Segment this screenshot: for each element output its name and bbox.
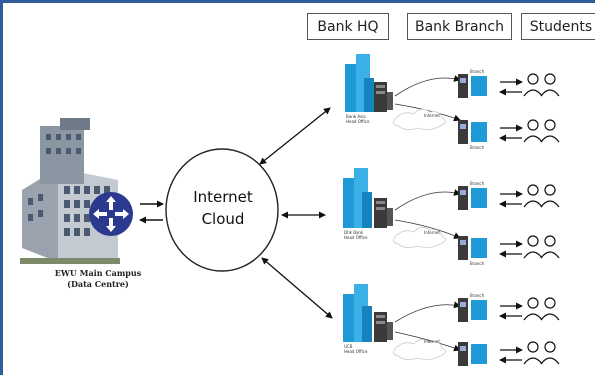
branch-label: Branch: [470, 69, 485, 74]
header-bank-hq: Bank HQ: [307, 13, 389, 40]
students-icon: [523, 297, 560, 321]
students-icon: [523, 119, 560, 143]
internet-cloud-circle: [165, 148, 279, 272]
branch-terminal-icon: [458, 74, 487, 98]
branch-label: Branch: [470, 181, 485, 186]
bank-hq-building-icon: [343, 168, 372, 228]
students-icon: [523, 73, 560, 97]
header-bank-branch-label: Bank Branch: [415, 18, 504, 35]
server-icon: [374, 82, 393, 112]
internet-cloud-line1: Internet: [193, 188, 253, 206]
branch-terminal-icon: [458, 236, 487, 260]
bank-group-1: [345, 54, 560, 144]
branch-terminal-icon: [458, 120, 487, 144]
bank-sub-label: Head Office: [344, 235, 368, 240]
bank-group-3: [343, 284, 560, 366]
internet-cloud-label: Internet Cloud: [167, 186, 279, 230]
bank-sub-label: Head Office: [346, 119, 370, 124]
header-students-label: Students: [529, 18, 593, 35]
campus-building-icon: [20, 118, 120, 264]
students-icon: [523, 235, 560, 259]
link-label: Internet: [424, 113, 440, 118]
header-bank-branch: Bank Branch: [407, 13, 512, 40]
students-icon: [523, 184, 560, 208]
arrow-cloud-bank-1: [259, 107, 331, 165]
bank-name-label: Dhk Bank: [344, 230, 364, 235]
internet-cloud-line2: Cloud: [201, 210, 245, 228]
server-icon: [374, 312, 393, 342]
header-bank-hq-label: Bank HQ: [317, 18, 379, 35]
bank-hq-building-icon: [345, 54, 374, 112]
cloud-icon: [393, 109, 446, 130]
arrow-cloud-bank-3: [261, 257, 333, 319]
bank-name-label: UCB: [344, 344, 353, 349]
branch-terminal-icon: [458, 186, 487, 210]
branch-terminal-icon: [458, 342, 487, 366]
bank-group-2: [343, 168, 560, 260]
bank-sub-label: Head Office: [344, 349, 368, 354]
header-students: Students: [521, 13, 595, 40]
server-icon: [374, 198, 393, 228]
students-icon: [523, 341, 560, 365]
link-label: Internet: [424, 230, 440, 235]
cloud-icon: [393, 227, 446, 248]
bank-hq-building-icon: [343, 284, 372, 342]
cloud-icon: [393, 339, 446, 360]
campus-label: EWU Main Campus (Data Centre): [48, 268, 148, 290]
branch-label: Branch: [470, 145, 485, 150]
link-label: Internet: [424, 339, 440, 344]
router-icon: [89, 192, 133, 236]
branch-terminal-icon: [458, 298, 487, 322]
bank-name-label: Bank Asia: [346, 114, 366, 119]
campus-label-line2: (Data Centre): [67, 279, 129, 289]
campus-label-line1: EWU Main Campus: [54, 268, 142, 278]
branch-label: Branch: [470, 261, 485, 266]
branch-label: Branch: [470, 293, 485, 298]
